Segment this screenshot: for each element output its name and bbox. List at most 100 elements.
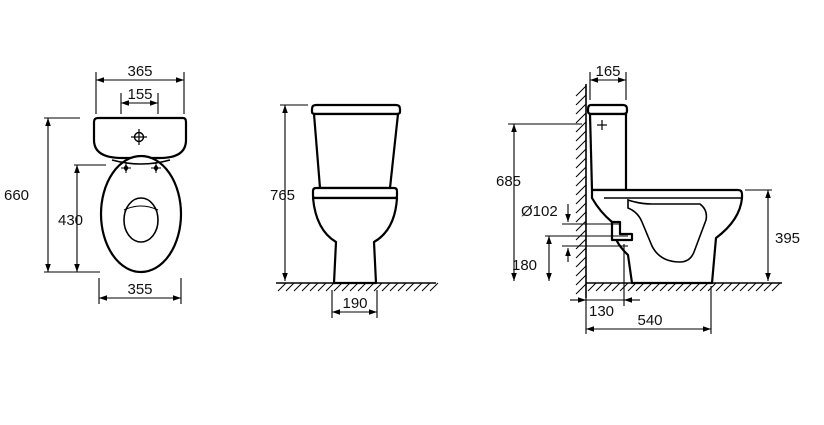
hatch-line: [575, 247, 587, 259]
side-tank-lid: [586, 103, 629, 116]
hatch-line: [739, 282, 749, 292]
hatch-line: [575, 94, 587, 106]
top-view-bowl: [99, 154, 183, 274]
hatch-line: [755, 282, 765, 292]
hatch-line: [603, 282, 613, 292]
side-bowl-body: [590, 188, 744, 285]
hatch-line: [575, 157, 587, 169]
hatch-line: [325, 282, 335, 292]
front-tank-lid: [310, 103, 402, 116]
hatch-line: [575, 229, 587, 241]
hatch-line: [397, 282, 407, 292]
hatch-line: [635, 282, 645, 292]
hatch-line: [575, 121, 587, 133]
hatch-line: [293, 282, 303, 292]
hatch-line: [587, 282, 597, 292]
wall-offset-label: 165: [595, 63, 620, 80]
hatch-line: [575, 211, 587, 223]
hatch-line: [285, 282, 295, 292]
side-wall-hatch: [575, 85, 587, 295]
hatch-line: [575, 283, 587, 295]
front-bowl: [311, 196, 399, 285]
hatch-line: [575, 238, 587, 250]
hatch-line: [575, 202, 587, 214]
hatch-line: [575, 220, 587, 232]
hatch-line: [277, 282, 287, 292]
hatch-line: [575, 256, 587, 268]
top-view-rim: [111, 159, 171, 165]
flush-button-icon: [131, 129, 147, 145]
front-bowl-rim: [311, 186, 399, 200]
hatch-line: [575, 166, 587, 178]
hatch-line: [707, 282, 717, 292]
top-view-seat-opening: [123, 197, 159, 243]
hatch-line: [683, 282, 693, 292]
hatch-line: [667, 282, 677, 292]
hatch-line: [771, 282, 781, 292]
hatch-line: [317, 282, 327, 292]
top-width-label: 365: [127, 63, 152, 80]
top-height-label: 660: [4, 187, 29, 204]
hatch-line: [301, 282, 311, 292]
hatch-line: [651, 282, 661, 292]
hatch-line: [413, 282, 423, 292]
hatch-line: [373, 282, 383, 292]
hatch-line: [575, 139, 587, 151]
hatch-line: [723, 282, 733, 292]
seat-height-label: 430: [58, 212, 83, 229]
side-height-label: 685: [496, 173, 521, 190]
hatch-line: [575, 112, 587, 124]
side-tank: [588, 112, 628, 192]
front-view: 765 190: [270, 103, 439, 318]
hatch-line: [659, 282, 669, 292]
top-view: 365 155 660 430 355: [4, 63, 188, 304]
top-base-label: 355: [127, 281, 152, 298]
side-trap: [627, 198, 708, 263]
hatch-line: [333, 282, 343, 292]
front-tank: [312, 112, 400, 190]
inlet-width-label: 155: [127, 86, 152, 103]
side-view: 165 685 Ø102 180 395 130 540: [496, 63, 800, 334]
top-view-seat-line: [123, 205, 159, 211]
hatch-line: [357, 282, 367, 292]
bowl-height-label: 395: [775, 230, 800, 247]
hatch-line: [341, 282, 351, 292]
outlet-height-label: 180: [512, 257, 537, 274]
seat-hinge-icon: [121, 163, 161, 173]
hatch-line: [675, 282, 685, 292]
hatch-line: [731, 282, 741, 292]
hatch-line: [349, 282, 359, 292]
hatch-line: [575, 184, 587, 196]
hatch-line: [365, 282, 375, 292]
hatch-line: [595, 282, 605, 292]
hatch-line: [575, 85, 587, 97]
hatch-line: [575, 130, 587, 142]
hatch-line: [699, 282, 709, 292]
hatch-line: [747, 282, 757, 292]
outlet-diameter-label: Ø102: [521, 203, 558, 220]
hatch-line: [627, 282, 637, 292]
hatch-line: [575, 265, 587, 277]
hatch-line: [575, 148, 587, 160]
hatch-line: [575, 175, 587, 187]
front-floor-hatch: [277, 282, 439, 292]
hatch-line: [381, 282, 391, 292]
hatch-line: [575, 193, 587, 205]
hatch-line: [309, 282, 319, 292]
hatch-line: [429, 282, 439, 292]
hatch-line: [575, 103, 587, 115]
outlet-to-wall-label: 130: [589, 303, 614, 320]
hatch-line: [763, 282, 773, 292]
depth-label: 540: [637, 312, 662, 329]
hatch-line: [389, 282, 399, 292]
side-floor-hatch: [587, 282, 781, 292]
hatch-line: [691, 282, 701, 292]
hatch-line: [405, 282, 415, 292]
hatch-line: [421, 282, 431, 292]
hatch-line: [575, 274, 587, 286]
hatch-line: [643, 282, 653, 292]
front-base-label: 190: [342, 295, 367, 312]
hatch-line: [715, 282, 725, 292]
